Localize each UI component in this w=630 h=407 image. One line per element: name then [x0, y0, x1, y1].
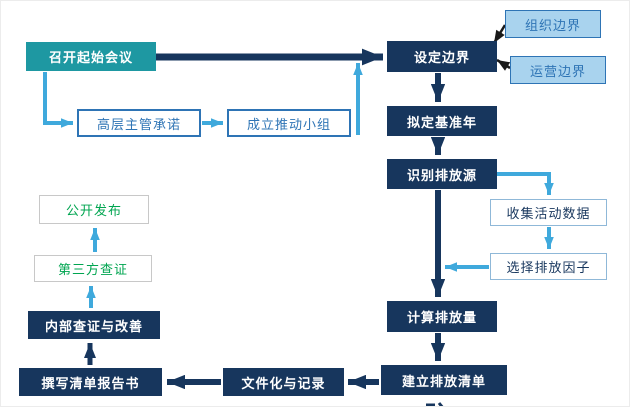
- node-third-party-verification: 第三方查证: [34, 255, 152, 282]
- arrow-op-boundary-to-set-boundary: [496, 58, 511, 71]
- cutoff-artifact: [426, 402, 444, 406]
- arrow-org-boundary-to-set-boundary: [492, 24, 507, 44]
- node-management-commitment: 高层主管承诺: [77, 109, 201, 137]
- node-write-inventory-report: 撰写清单报告书: [19, 368, 162, 396]
- arrow-kickoff-to-commitment: [43, 72, 73, 128]
- node-identify-emission-sources: 识别排放源: [387, 159, 497, 189]
- node-organizational-boundary: 组织边界: [505, 10, 601, 38]
- node-set-boundary: 设定边界: [387, 41, 497, 72]
- node-kickoff-meeting: 召开起始会议: [26, 42, 156, 71]
- arrow-identify-to-collect-data: [497, 172, 554, 195]
- node-calculate-emissions: 计算排放量: [387, 301, 497, 332]
- node-base-year: 拟定基准年: [387, 106, 497, 136]
- node-operational-boundary: 运营边界: [510, 56, 606, 84]
- node-promotion-team: 成立推动小组: [227, 109, 351, 137]
- node-public-release: 公开发布: [39, 195, 149, 224]
- node-select-emission-factors: 选择排放因子: [490, 253, 607, 280]
- node-internal-verification: 内部查证与改善: [28, 311, 160, 339]
- node-collect-activity-data: 收集活动数据: [490, 199, 607, 226]
- node-build-emission-inventory: 建立排放清单: [381, 365, 507, 395]
- node-documentation-records: 文件化与记录: [223, 368, 344, 396]
